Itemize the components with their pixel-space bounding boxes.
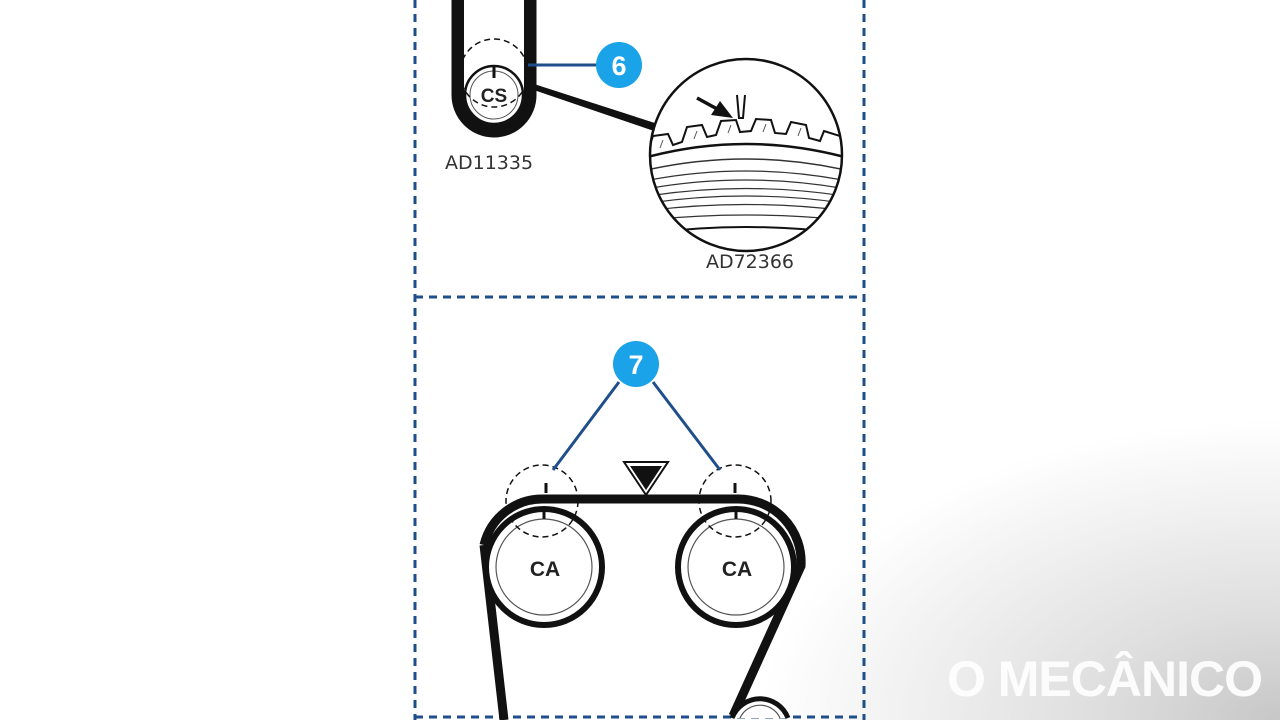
dashed-panel-borders <box>413 0 866 720</box>
camshaft-belt <box>479 494 806 718</box>
mark-highlight-circle-cs <box>459 38 529 108</box>
pulley-label-ca-right: CA <box>722 558 752 581</box>
step-badge-6: 6 <box>596 42 642 88</box>
step-number-7: 7 <box>628 350 643 380</box>
mark-highlight-circle-right <box>698 464 772 538</box>
camshaft-pulley-left <box>483 506 605 628</box>
partial-pulley-bottom <box>729 696 791 720</box>
pulley-label-ca-left: CA <box>530 558 560 581</box>
arrow-line <box>696 96 720 112</box>
step-number-6: 6 <box>611 51 626 81</box>
magnifier-connector <box>525 84 661 131</box>
leader-line-7-left <box>551 381 621 471</box>
step-badge-7: 7 <box>613 341 659 387</box>
alignment-mark <box>736 94 746 119</box>
part-code-ad11335: AD11335 <box>445 152 533 174</box>
crankshaft-pulley <box>463 64 525 126</box>
direction-triangle-icon <box>622 461 670 497</box>
pulley-label-cs: CS <box>481 86 507 107</box>
part-code-ad72366: AD72366 <box>706 251 794 273</box>
watermark-logo: O MECÂNICO <box>947 651 1263 707</box>
magnified-detail <box>648 57 844 253</box>
arrow-head-icon <box>711 101 733 118</box>
mark-highlight-circle-left <box>505 464 579 538</box>
leader-line-7-right <box>651 381 722 471</box>
camshaft-pulley-right <box>675 506 797 628</box>
